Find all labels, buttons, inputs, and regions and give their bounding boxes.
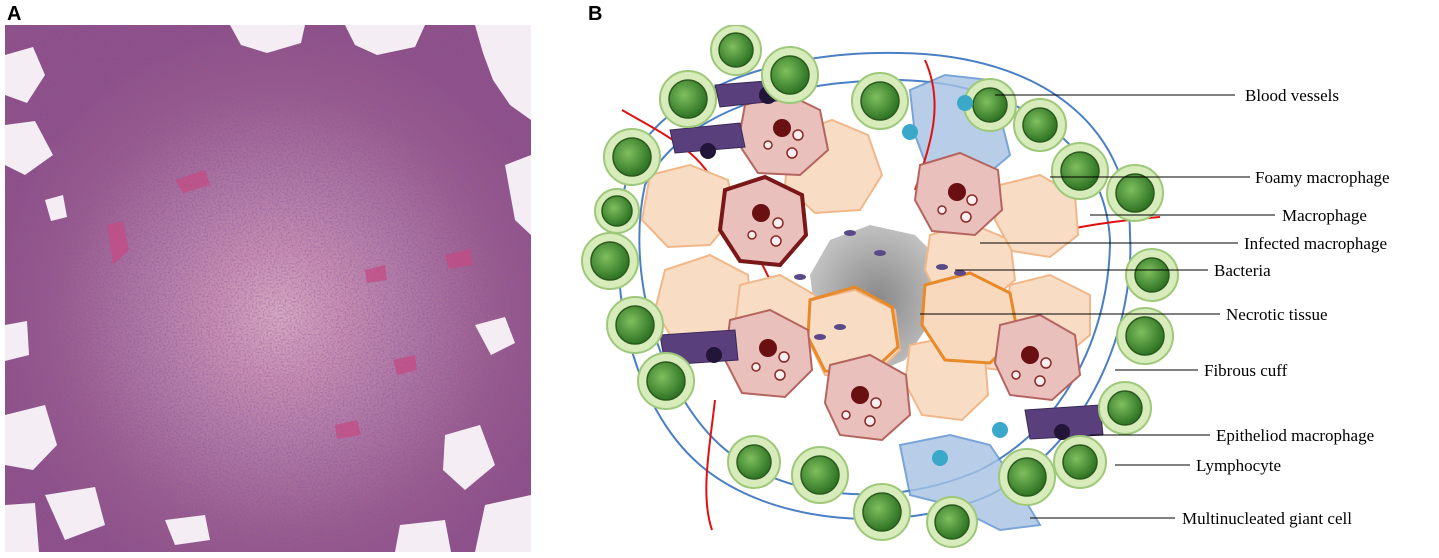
lymphocytes	[581, 25, 1179, 548]
label-macrophage: Macrophage	[1282, 206, 1367, 225]
leader-lines	[920, 94, 1275, 519]
infected-nuclei	[752, 119, 1039, 404]
panel-label-a: A	[7, 3, 22, 25]
macrophage-highlight-2	[806, 285, 900, 377]
label-necrotic-tissue: Necrotic tissue	[1226, 305, 1328, 324]
label-blood-vessels: Blood vessels	[1245, 86, 1339, 105]
label-fibrous-cuff: Fibrous cuff	[1204, 361, 1288, 380]
diagram-labels: Blood vessels Foamy macrophage Macrophag…	[1182, 86, 1390, 528]
label-bacteria: Bacteria	[1214, 261, 1271, 280]
panel-label-b: B	[588, 3, 603, 25]
bacteria	[794, 230, 966, 340]
label-infected-macrophage: Infected macrophage	[1244, 234, 1387, 253]
vessel-stains	[107, 170, 473, 439]
giant-cell-nuclei	[902, 95, 1008, 466]
granuloma-diagram: Blood vessels Foamy macrophage Macrophag…	[581, 25, 1390, 548]
epithelioid-nuclei	[700, 86, 1070, 440]
label-lymphocyte: Lymphocyte	[1196, 456, 1281, 475]
label-foamy-macrophage: Foamy macrophage	[1255, 168, 1390, 187]
alveolar-spaces	[5, 25, 531, 552]
label-multinucleated-giant-cell: Multinucleated giant cell	[1182, 509, 1352, 528]
histology-micrograph	[5, 25, 531, 552]
label-epitheliod-macrophage: Epitheliod macrophage	[1216, 426, 1374, 445]
infected-vesicles	[747, 129, 1052, 427]
